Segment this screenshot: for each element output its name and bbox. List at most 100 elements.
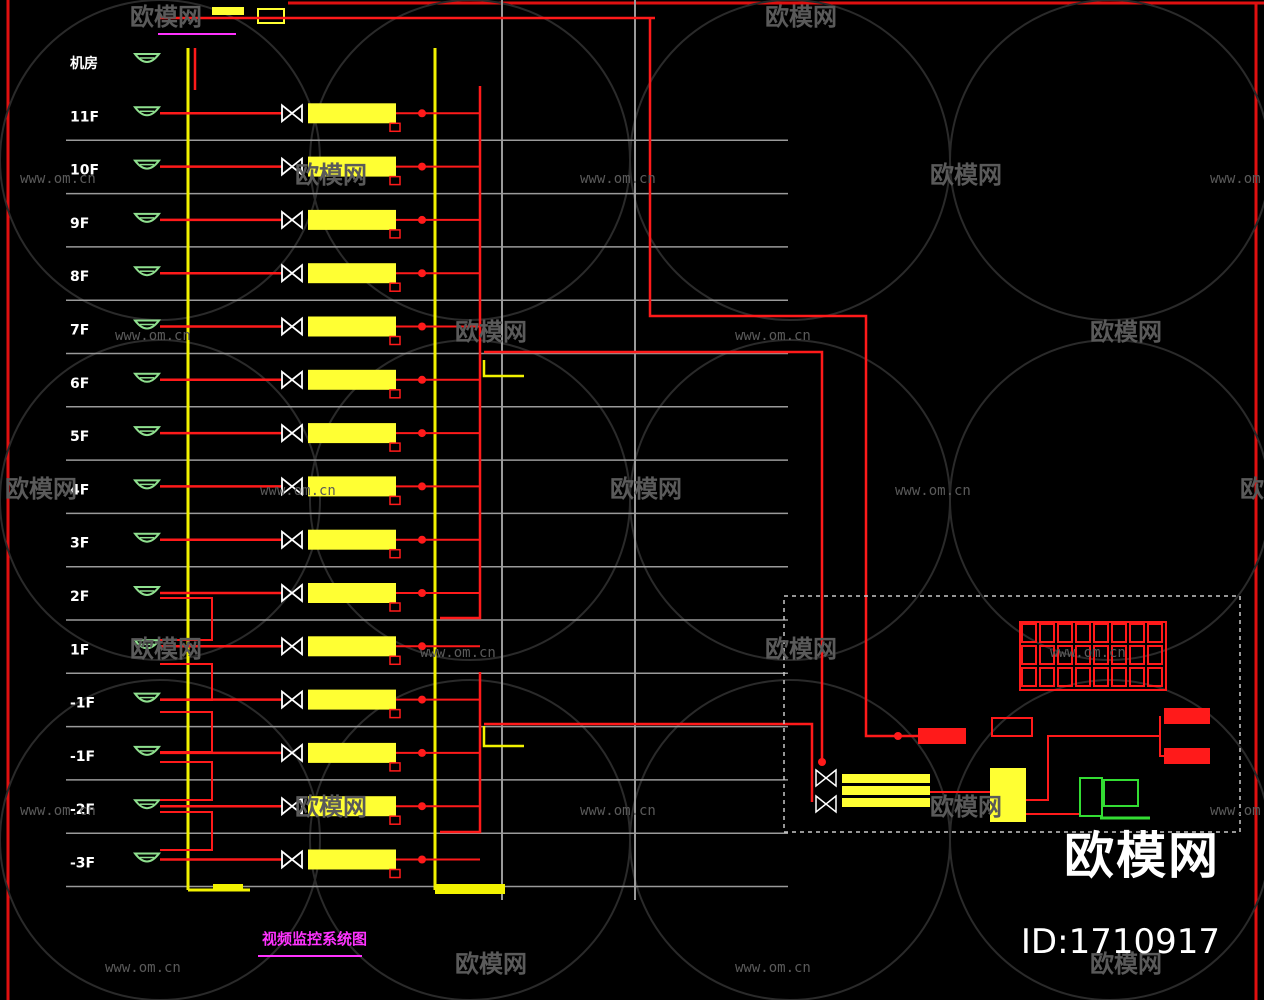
camera-branch xyxy=(160,597,213,641)
encoder-block xyxy=(308,742,396,763)
camera-icon xyxy=(132,372,162,383)
video-wall-monitor xyxy=(1075,623,1091,643)
drawing-id-watermark: ID:1710917 xyxy=(1020,922,1220,962)
splitter-icon xyxy=(281,210,303,230)
floor-label: 5F xyxy=(70,429,89,445)
splitter-icon xyxy=(281,156,303,177)
video-wall-monitor xyxy=(1093,645,1109,665)
encoder-tag xyxy=(389,655,401,666)
video-wall-monitor xyxy=(1021,645,1037,665)
head-end-line xyxy=(648,18,918,738)
camera-icon xyxy=(132,106,162,117)
splitter-icon xyxy=(281,476,303,497)
brand-watermark-tile: 欧模网 xyxy=(765,635,837,663)
junction-dot xyxy=(418,375,426,384)
camera-icon xyxy=(132,319,162,330)
camera-icon xyxy=(132,426,162,437)
video-wall-monitor xyxy=(1039,645,1055,665)
splitter-icon xyxy=(281,529,303,550)
video-wall-monitor xyxy=(1039,667,1055,687)
site-watermark: www.om.cn xyxy=(420,645,496,661)
junction-dot xyxy=(418,109,426,118)
camera-icon xyxy=(132,266,162,277)
head-end-block xyxy=(212,7,244,15)
splitter-icon xyxy=(281,636,303,657)
camera-icon xyxy=(132,639,162,650)
floor-label: 4F xyxy=(70,482,89,498)
keyboard-unit xyxy=(1164,748,1210,764)
site-watermark: www.om.cn xyxy=(1050,645,1126,661)
video-wall-monitor xyxy=(1147,623,1163,643)
encoder-tag xyxy=(389,282,401,292)
junction-dot xyxy=(418,322,426,331)
brand-watermark: 欧模网 xyxy=(1064,827,1220,885)
splitter-icon xyxy=(281,369,303,390)
encoder-tag xyxy=(389,122,401,133)
video-wall-monitor xyxy=(1111,623,1127,643)
encoder-tag xyxy=(389,762,401,772)
floor-label: 9F xyxy=(70,216,89,232)
junction-dot xyxy=(418,482,426,491)
video-wall-monitor xyxy=(1057,667,1073,687)
video-wall-monitor xyxy=(1093,623,1109,643)
control-room-boundary xyxy=(783,595,1241,833)
site-watermark: www.om.cn xyxy=(105,960,181,976)
encoder-block xyxy=(308,209,396,230)
encoder-tag xyxy=(389,602,401,612)
brand-watermark-tile: 欧模网 xyxy=(1090,318,1162,346)
brand-watermark-tile: 欧模网 xyxy=(1240,475,1264,503)
video-wall-monitor xyxy=(1147,645,1163,665)
camera-branch xyxy=(160,711,213,753)
site-watermark: www.om.cn xyxy=(20,803,96,819)
floor-label: -1F xyxy=(70,749,95,765)
matrix-switcher xyxy=(842,786,930,795)
site-watermark: www.om.cn xyxy=(260,483,336,499)
video-wall xyxy=(1019,621,1167,691)
encoder-tag xyxy=(389,389,401,399)
floor-label: 1F xyxy=(70,642,89,658)
brand-watermark-tile: 欧模网 xyxy=(5,475,77,503)
junction-dot xyxy=(418,748,426,757)
video-wall-monitor xyxy=(1039,623,1055,643)
floor-label: 3F xyxy=(70,536,89,552)
encoder-tag xyxy=(389,548,401,559)
riser-terminal xyxy=(213,884,243,891)
junction-dot xyxy=(418,589,426,597)
encoder-block xyxy=(308,849,396,870)
splitter-icon xyxy=(281,849,303,870)
video-wall-monitor xyxy=(1129,645,1145,665)
splitter-icon xyxy=(281,316,303,337)
camera-icon xyxy=(132,479,162,490)
junction-dot xyxy=(418,162,426,171)
head-end-box xyxy=(257,8,285,24)
camera-branch xyxy=(160,663,213,701)
camera-icon xyxy=(132,159,162,170)
splitter-icon xyxy=(281,796,303,817)
video-wall-monitor xyxy=(1075,645,1091,665)
brand-watermark-tile: 欧模网 xyxy=(130,635,202,663)
splitter-icon xyxy=(281,423,303,443)
site-watermark: www.om.cn xyxy=(1210,171,1264,187)
encoder-block xyxy=(308,689,396,710)
brand-watermark-tile: 欧模网 xyxy=(455,318,527,346)
camera-icon xyxy=(132,799,162,810)
camera-icon xyxy=(132,852,162,863)
brand-watermark-tile: 欧模网 xyxy=(295,793,367,821)
matrix-switcher xyxy=(842,774,930,783)
video-wall-monitor xyxy=(1057,645,1073,665)
camera-icon xyxy=(132,532,162,543)
site-watermark: www.om.cn xyxy=(735,328,811,344)
controller-unit xyxy=(918,728,966,744)
site-watermark: www.om.cn xyxy=(735,960,811,976)
video-wall-monitor xyxy=(1111,645,1127,665)
junction-dot xyxy=(418,695,426,704)
floor-label: 机房 xyxy=(70,55,98,72)
junction-dot xyxy=(894,732,902,740)
matrix-switcher xyxy=(842,798,930,807)
trunk-tap xyxy=(482,726,524,748)
encoder-tag xyxy=(389,868,401,879)
computer-monitor xyxy=(1103,779,1139,807)
encoder-tag xyxy=(389,815,401,825)
camera-icon xyxy=(132,53,162,63)
encoder-block xyxy=(308,583,396,603)
